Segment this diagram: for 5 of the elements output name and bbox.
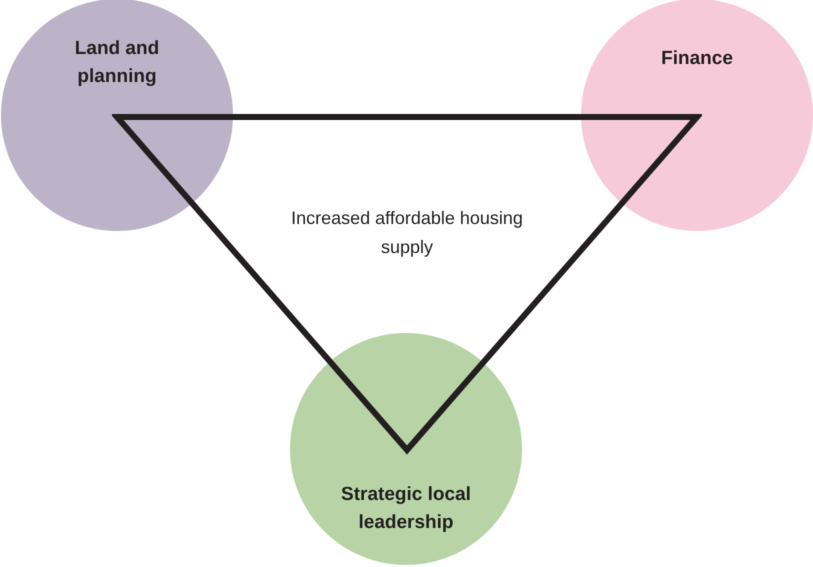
circle-label: Land and planning	[74, 37, 160, 89]
circle-label: Strategic local leadership	[340, 483, 472, 535]
circle-label: Finance	[660, 47, 734, 71]
triangle-shape	[112, 112, 702, 456]
center-label: Increased affordable housing supply	[290, 207, 524, 259]
